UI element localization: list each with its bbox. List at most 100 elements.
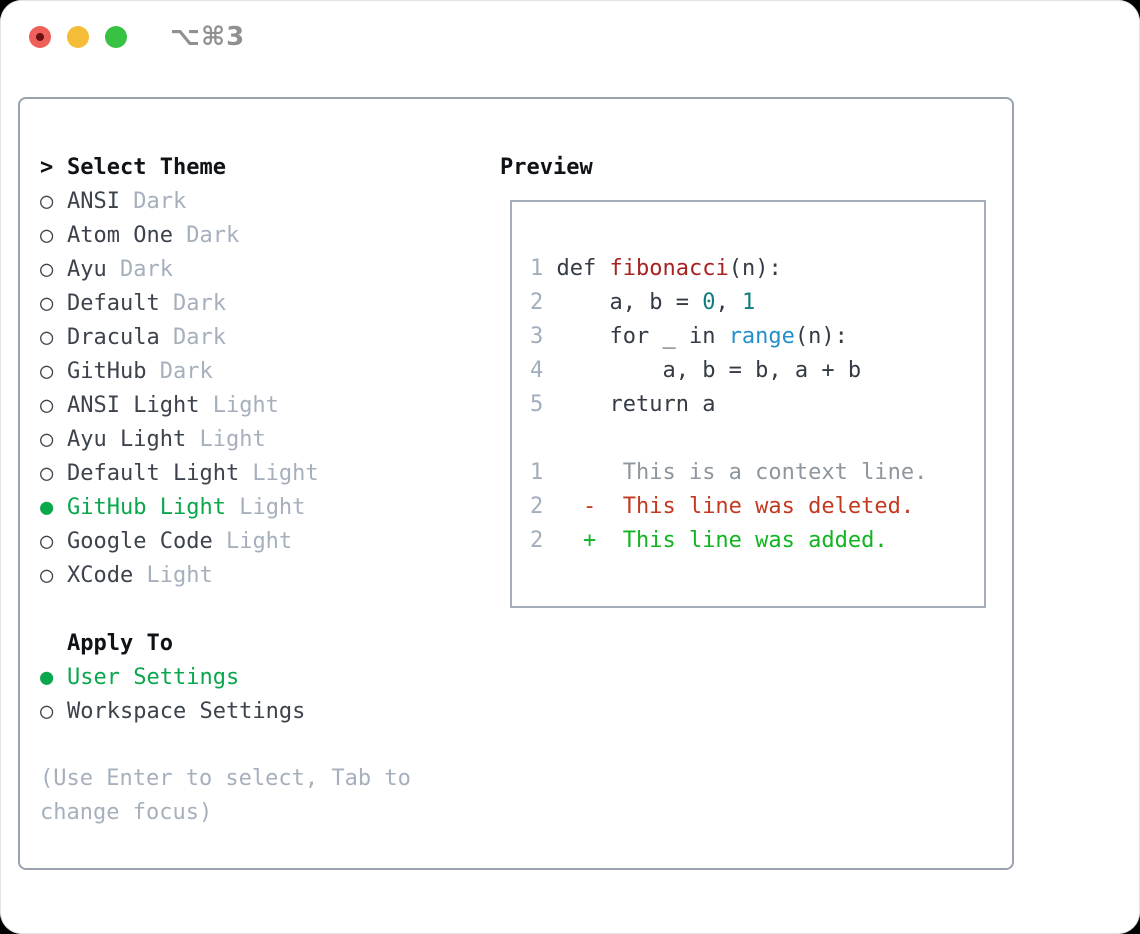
theme-option-ayu[interactable]: ○ Ayu Dark <box>40 252 460 286</box>
code-token: a, b = b, a + b <box>543 358 862 383</box>
apply-option-workspace-settings[interactable]: ○ Workspace Settings <box>40 694 460 728</box>
line-number: 5 <box>530 392 544 417</box>
line-number: 3 <box>530 324 544 349</box>
theme-option-google-code[interactable]: ○ Google Code Light <box>40 524 460 558</box>
code-token: + This line was added. <box>543 528 888 553</box>
code-token: (n): <box>794 324 848 349</box>
radio-unselected-icon: ○ <box>40 392 54 418</box>
theme-list: ○ANSI Dark○Atom One Dark○Ayu Dark○Defaul… <box>40 184 460 592</box>
code-token: def <box>543 256 610 281</box>
theme-option-label: GitHub Light <box>67 494 226 520</box>
radio-unselected-icon: ○ <box>40 324 54 350</box>
theme-option-label: XCode <box>67 562 134 588</box>
line-number: 2 <box>530 290 544 315</box>
theme-option-ansi-light[interactable]: ○ ANSI Light Light <box>40 388 460 422</box>
minimize-button[interactable] <box>67 26 89 48</box>
keyboard-hint: (Use Enter to select, Tab to change focu… <box>40 766 411 825</box>
theme-variant-label: Dark <box>172 222 240 248</box>
theme-variant-label: Light <box>212 528 293 554</box>
zoom-button[interactable] <box>105 26 127 48</box>
theme-option-default-light[interactable]: ○Default Light Light <box>40 456 460 490</box>
code-token: fibonacci <box>609 256 729 281</box>
radio-unselected-icon: ○ <box>40 188 54 214</box>
theme-option-dracula[interactable]: ○ Dracula Dark <box>40 320 460 354</box>
code-token: return a <box>543 392 716 417</box>
theme-option-github-light[interactable]: ● GitHub Light Light <box>40 490 460 524</box>
code-token: , <box>715 290 742 315</box>
code-line: 5 return a <box>530 388 984 422</box>
line-number: 2 <box>530 528 544 553</box>
radio-unselected-icon: ○ <box>40 698 54 724</box>
apply-to-header: Apply To <box>40 626 460 660</box>
preview-title: Preview <box>500 154 593 180</box>
theme-option-label: ANSI <box>67 188 120 214</box>
radio-unselected-icon: ○ <box>40 358 54 384</box>
code-token: a, b = <box>543 290 703 315</box>
line-number: 4 <box>530 358 544 383</box>
theme-option-github[interactable]: ○ GitHub Dark <box>40 354 460 388</box>
line-number: 1 <box>530 460 544 485</box>
theme-variant-label: Dark <box>119 188 187 214</box>
theme-variant-label: Light <box>199 392 279 418</box>
code-token: This is a context line. <box>543 460 928 485</box>
theme-variant-label: Light <box>225 494 306 520</box>
radio-selected-icon: ● <box>40 664 54 690</box>
radio-unselected-icon: ○ <box>40 256 54 282</box>
radio-unselected-icon: ○ <box>40 222 54 248</box>
radio-unselected-icon: ○ <box>40 290 54 316</box>
theme-variant-label: Dark <box>159 324 226 350</box>
code-line <box>530 422 984 456</box>
prompt-marker: > <box>40 154 54 180</box>
theme-option-label: Default <box>67 290 160 316</box>
apply-option-user-settings[interactable]: ● User Settings <box>40 660 460 694</box>
theme-list-title: Select Theme <box>67 154 226 180</box>
apply-option-label: Workspace Settings <box>67 698 306 724</box>
theme-option-label: GitHub <box>67 358 147 384</box>
code-token: (n): <box>728 256 782 281</box>
code-token: 0 <box>702 290 716 315</box>
apply-to-title: Apply To <box>67 630 173 656</box>
theme-variant-label: Light <box>186 426 266 452</box>
theme-option-label: Google Code <box>67 528 213 554</box>
theme-selector-panel: > Select Theme ○ANSI Dark○Atom One Dark○… <box>18 97 1014 870</box>
code-token: for _ in <box>543 324 729 349</box>
theme-option-label: ANSI Light <box>67 392 200 418</box>
theme-option-ansi[interactable]: ○ ANSI Dark <box>40 184 460 218</box>
code-line: 4 a, b = b, a + b <box>530 354 984 388</box>
theme-variant-label: Light <box>133 562 213 588</box>
apply-option-label: User Settings <box>67 664 240 690</box>
code-token: - This line was deleted. <box>543 494 915 519</box>
theme-option-atom-one[interactable]: ○ Atom One Dark <box>40 218 460 252</box>
theme-option-label: Ayu Light <box>67 426 187 452</box>
theme-variant-label: Dark <box>146 358 213 384</box>
radio-unselected-icon: ○ <box>40 460 54 486</box>
window-title: ⌥⌘3 <box>170 22 246 52</box>
apply-to-section: Apply To ● User Settings ○ Workspace Settin… <box>40 626 460 728</box>
close-button[interactable] <box>29 26 51 48</box>
theme-option-label: Dracula <box>67 324 160 350</box>
radio-selected-icon: ● <box>40 494 54 520</box>
code-token: 1 <box>741 290 756 315</box>
theme-variant-label: Dark <box>159 290 226 316</box>
code-line: 2 a, b = 0, 1 <box>530 286 984 320</box>
radio-unselected-icon: ○ <box>40 426 54 452</box>
theme-option-label: Ayu <box>67 256 107 282</box>
theme-list-header: > Select Theme <box>40 150 460 184</box>
line-number: 1 <box>530 256 544 281</box>
theme-option-label: Atom One <box>67 222 173 248</box>
code-line: 2 + This line was added. <box>530 524 984 558</box>
code-line: 2 - This line was deleted. <box>530 490 984 524</box>
apply-to-list: ● User Settings ○ Workspace Settings <box>40 660 460 728</box>
theme-option-ayu-light[interactable]: ○ Ayu Light Light <box>40 422 460 456</box>
theme-variant-label: Light <box>239 460 319 486</box>
line-number: 2 <box>530 494 544 519</box>
radio-unselected-icon: ○ <box>40 562 54 588</box>
theme-option-default[interactable]: ○ Default Dark <box>40 286 460 320</box>
code-line: 3 for _ in range(n): <box>530 320 984 354</box>
theme-variant-label: Dark <box>106 256 173 282</box>
theme-option-xcode[interactable]: ○ XCode Light <box>40 558 460 592</box>
code-token: range <box>728 324 795 349</box>
radio-unselected-icon: ○ <box>40 528 54 554</box>
